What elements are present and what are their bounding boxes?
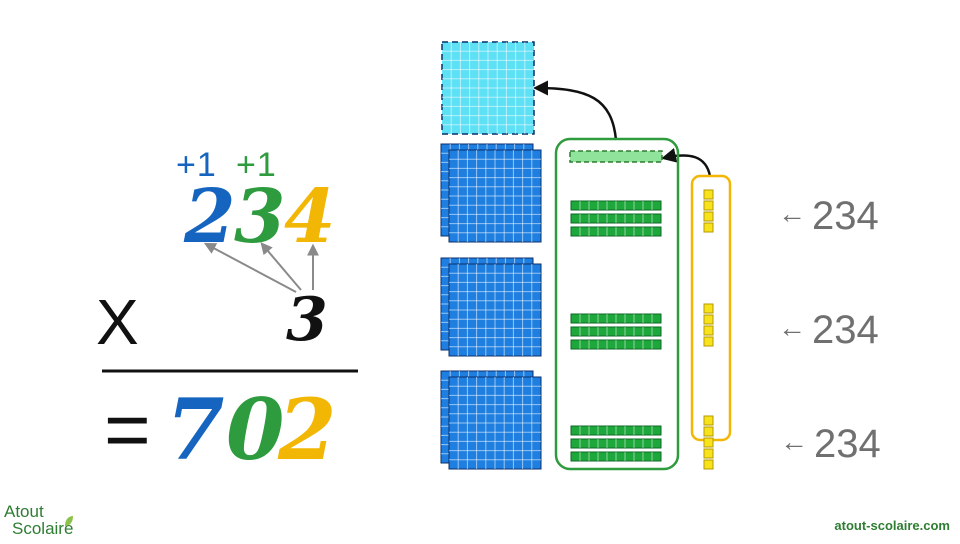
result-units-digit: 2	[278, 380, 337, 479]
unit-cube-6	[703, 314, 714, 325]
ten-rod-1	[570, 200, 662, 211]
equals-sign: =	[104, 385, 151, 474]
ten-rod-8	[570, 438, 662, 449]
arrow-to-hundreds	[203, 242, 297, 293]
tens-group-border	[554, 137, 680, 471]
logo: Atout Scolaire	[4, 503, 73, 537]
unit-cube-1	[703, 189, 714, 200]
row-label-1: ←234	[778, 194, 879, 238]
ten-rod-5	[570, 326, 662, 337]
unit-cube-8	[703, 336, 714, 347]
multiplicand-units-digit: 4	[284, 174, 336, 260]
ten-rod-4	[570, 313, 662, 324]
carry-arrow-tens-to-hundreds	[533, 80, 618, 141]
result-hundreds-digit: 7	[166, 380, 225, 479]
hundred-flat-4	[448, 263, 542, 357]
arrow-to-tens	[260, 242, 302, 291]
unit-cube-2	[703, 200, 714, 211]
ten-rod-6	[570, 339, 662, 350]
ten-rod-2	[570, 213, 662, 224]
carry-arrow-units-to-tens	[661, 147, 712, 177]
carry-hundreds: +1	[176, 146, 217, 184]
hundred-flat-6	[448, 376, 542, 470]
left-arrow-icon: ←	[778, 198, 806, 229]
unit-cube-3	[703, 211, 714, 222]
logo-line1: Atout	[4, 502, 44, 521]
ten-rod-carried	[569, 150, 663, 163]
left-arrow-icon: ←	[780, 426, 808, 457]
unit-cube-5	[703, 303, 714, 314]
unit-cube-11	[703, 437, 714, 448]
logo-line2: Scolaire	[12, 519, 74, 538]
multiplier-digit: 3	[286, 285, 328, 355]
footer-url: atout-scolaire.com	[834, 518, 950, 533]
unit-cube-9	[703, 415, 714, 426]
ten-rod-7	[570, 425, 662, 436]
left-arrow-icon: ←	[778, 312, 806, 343]
row-label-3: ←234	[780, 422, 881, 466]
result-tens-digit: 0	[226, 380, 285, 479]
hundred-flat-carried	[441, 41, 535, 135]
ten-rod-3	[570, 226, 662, 237]
multiplicand-tens-digit: 3	[234, 174, 286, 260]
unit-cube-12	[703, 448, 714, 459]
leaf-icon	[65, 516, 73, 526]
unit-cube-4	[703, 222, 714, 233]
carry-tens: +1	[236, 146, 277, 184]
unit-cube-7	[703, 325, 714, 336]
unit-cube-10	[703, 426, 714, 437]
hundred-flat-2	[448, 149, 542, 243]
multiply-operator: X	[96, 286, 139, 358]
multiplicand-hundreds-digit: 2	[184, 174, 236, 260]
row-label-2: ←234	[778, 308, 879, 352]
unit-cube-13	[703, 459, 714, 470]
ten-rod-9	[570, 451, 662, 462]
